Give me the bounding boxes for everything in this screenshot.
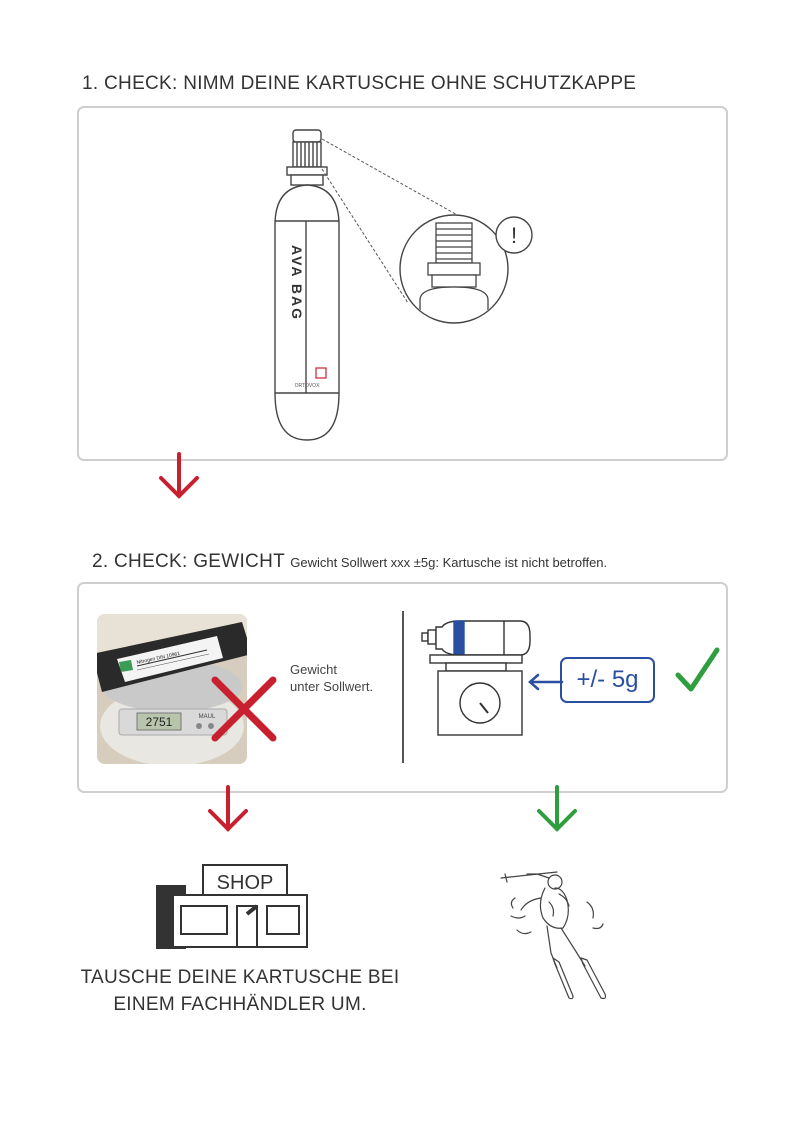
down-arrow-red-icon: [208, 785, 248, 832]
checkmark-icon: [675, 647, 720, 692]
cartridge-illustration: AVA BAG ORTOVOX !: [274, 129, 533, 441]
step2-title: 2. CHECK: GEWICHT: [92, 551, 285, 572]
down-arrow-icon: [159, 452, 199, 499]
shop-text-line2: EINEM FACHHÄNDLER UM.: [113, 994, 367, 1015]
shop-sign: SHOP: [217, 872, 274, 894]
cross-icon: [211, 676, 277, 742]
shop-text-line1: TAUSCHE DEINE KARTUSCHE BEI: [80, 967, 400, 988]
brand-small: ORTOVOX: [295, 383, 320, 389]
down-arrow-green-icon: [537, 785, 577, 832]
warning-icon: [495, 216, 533, 254]
brand-vertical: AVA BAG: [289, 245, 305, 321]
photo-scale-brand: MAUL: [199, 714, 216, 720]
step2-panel: [77, 582, 728, 793]
step1-panel: [77, 106, 728, 461]
step1-title: 1. CHECK: NIMM DEINE KARTUSCHE OHNE SCHU…: [82, 73, 637, 94]
warning-symbol: !: [511, 223, 517, 248]
step2-note: Gewicht Sollwert xxx ±5g: Kartusche ist …: [290, 555, 608, 570]
step2-title-row: 2. CHECK: GEWICHT Gewicht Sollwert xxx ±…: [92, 551, 607, 573]
shop-instruction: TAUSCHE DEINE KARTUSCHE BEI EINEM FACHHÄ…: [60, 964, 420, 1018]
ortovox-logo-icon: [315, 367, 327, 379]
left-arrow-icon: [528, 673, 564, 691]
panel-divider: [402, 611, 404, 763]
caption-line2: unter Sollwert.: [290, 679, 374, 694]
photo-scale-reading: 2751: [146, 715, 173, 729]
scale-icon: [421, 620, 531, 736]
skier-icon: [500, 871, 607, 1000]
underweight-caption: Gewicht unter Sollwert.: [290, 661, 373, 695]
caption-line1: Gewicht: [290, 662, 337, 677]
shop-icon: SHOP: [156, 864, 308, 949]
tolerance-box: +/- 5g: [560, 657, 655, 703]
